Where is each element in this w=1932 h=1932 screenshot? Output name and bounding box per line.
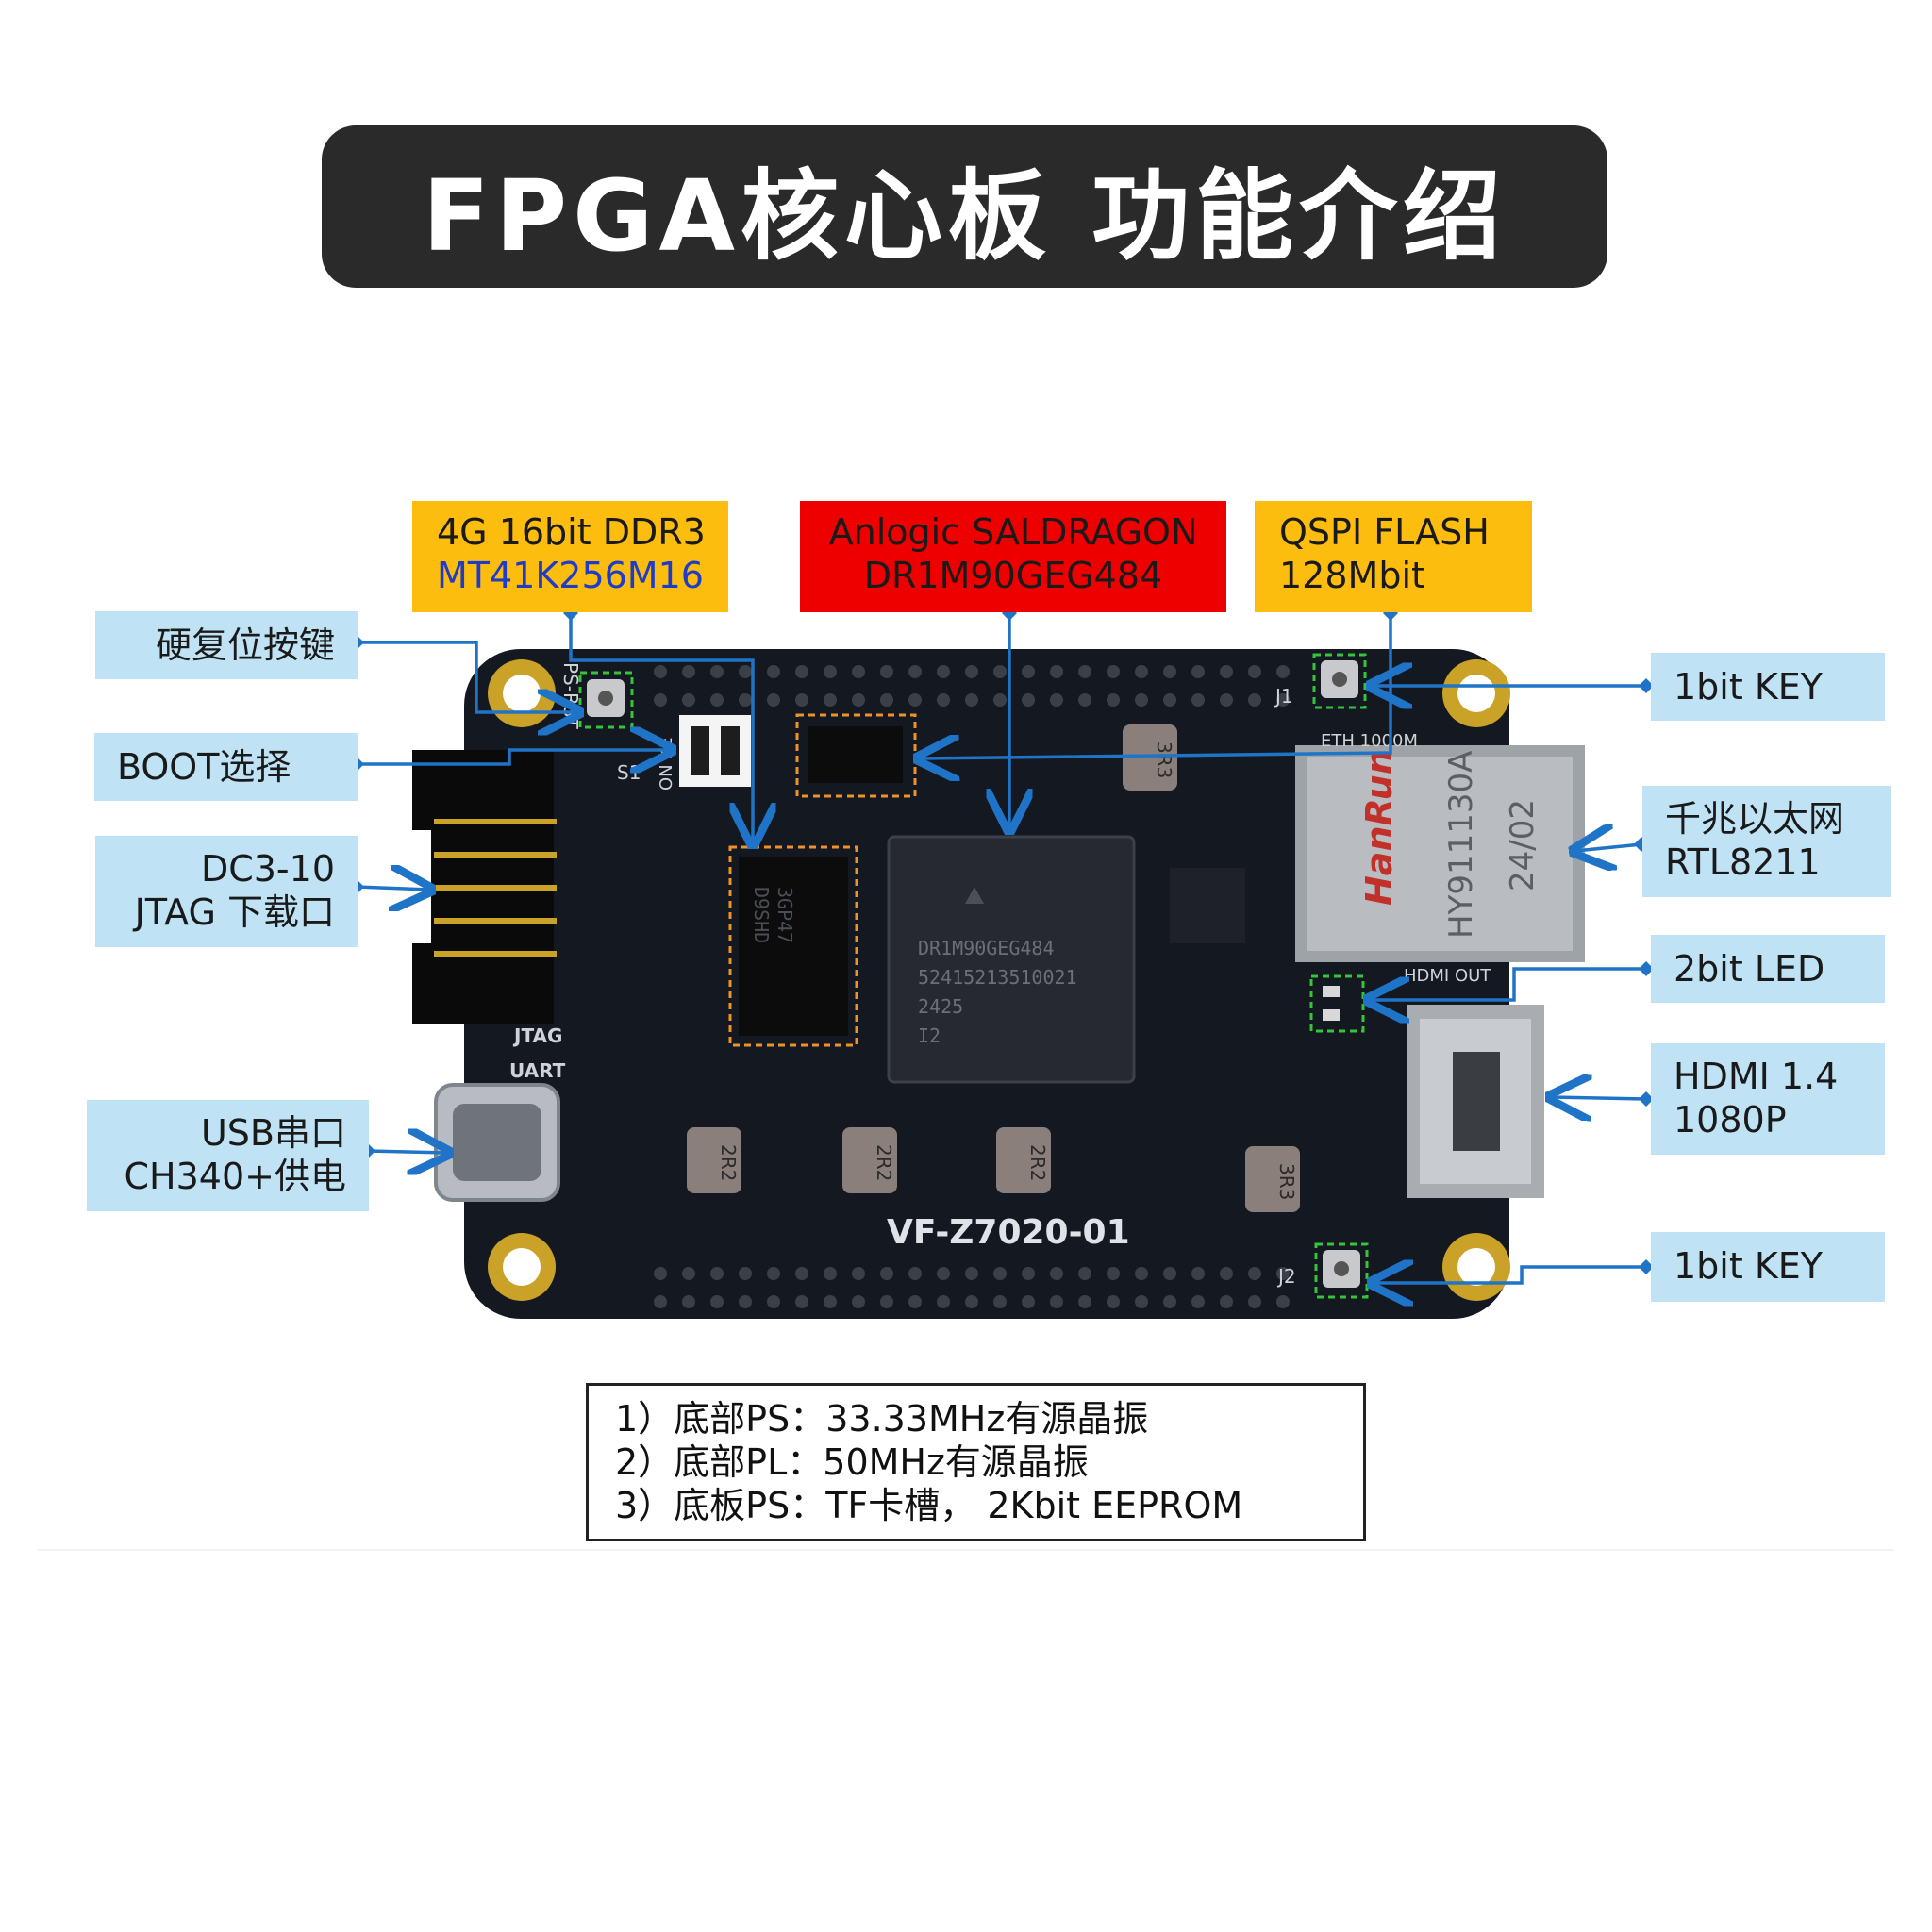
boot-dip-switch — [679, 715, 751, 787]
leader-dots — [349, 606, 1654, 1274]
callout-eth: 千兆以太网 RTL8211 — [1642, 786, 1891, 897]
led-1 — [1323, 986, 1340, 997]
callout-reset: 硬复位按键 — [95, 611, 358, 679]
callout-jtag-line2: JTAG 下载口 — [134, 891, 335, 933]
key2-highlight — [1314, 1242, 1369, 1299]
callout-ddr3-line1: 4G 16bit DDR3 — [437, 511, 706, 553]
fpga-chip — [887, 835, 1136, 1084]
silk-jtag: JTAG — [512, 1024, 562, 1047]
ethernet-jack: HanRun HY911130A 24/02 — [1295, 745, 1585, 962]
key1-highlight — [1312, 653, 1367, 709]
fpga-logo-icon — [965, 887, 984, 904]
silk-j1: J1 — [1274, 685, 1293, 708]
callout-hdmi: HDMI 1.4 1080P — [1651, 1043, 1885, 1155]
callout-eth-line2: RTL8211 — [1665, 841, 1821, 883]
callout-reset-label: 硬复位按键 — [155, 625, 335, 666]
arrow-eth — [1575, 844, 1642, 851]
pin-header-top — [654, 665, 1290, 707]
callout-usb-line1: USB串口 — [200, 1112, 346, 1154]
callout-flash: QSPI FLASH 128Mbit — [1255, 501, 1532, 612]
title-banner: FPGA核心板 功能介绍 — [322, 125, 1607, 288]
arrow-usb — [367, 1151, 447, 1153]
callout-usb-line2: CH340+供电 — [124, 1156, 346, 1197]
inductor-label-b: 2R2 — [873, 1144, 895, 1181]
arrow-jtag — [356, 887, 429, 890]
fpga-chip-line-1: DR1M90GEG484 — [918, 937, 1055, 959]
inductor-label-d: 3R3 — [1275, 1163, 1298, 1200]
callout-jtag: DC3-10 JTAG 下载口 — [95, 836, 358, 947]
ddr3-marking-b: D9SHD — [750, 887, 773, 943]
silk-on: ON KE — [657, 737, 676, 791]
pin-header-bottom — [654, 1267, 1290, 1308]
callout-ddr3: 4G 16bit DDR3 MT41K256M16 — [412, 501, 728, 612]
silk-j2: J2 — [1276, 1265, 1296, 1288]
callout-led-label: 2bit LED — [1674, 948, 1825, 990]
eth-date: 24/02 — [1504, 799, 1541, 891]
fpga-chip-line-3: 2425 — [918, 995, 963, 1018]
callout-key2: 1bit KEY — [1651, 1232, 1885, 1302]
callout-key1-label: 1bit KEY — [1674, 666, 1823, 708]
ddr3-chip — [739, 857, 848, 1036]
callout-boot: BOOT选择 — [94, 733, 358, 801]
hdmi-connector — [1407, 1005, 1544, 1198]
led-2 — [1323, 1009, 1340, 1021]
arrow-reset — [357, 641, 577, 712]
arrow-ddr3 — [569, 613, 753, 842]
arrow-boot — [357, 750, 670, 764]
inductor-label-c: 2R2 — [1026, 1144, 1049, 1181]
leader-lines — [356, 613, 1647, 1283]
phy-chip — [1170, 868, 1245, 943]
ddr3-highlight — [728, 845, 858, 1047]
silk-hdmi: HDMI OUT — [1404, 966, 1491, 986]
inductor-label-e: 3R3 — [1153, 741, 1175, 778]
callout-eth-line1: 千兆以太网 — [1665, 798, 1845, 840]
inductor-label-a: 2R2 — [717, 1144, 740, 1181]
callout-boot-label: BOOT选择 — [117, 746, 291, 788]
callout-led: 2bit LED — [1651, 935, 1885, 1003]
note-line-1: 1）底部PS：33.33MHz有源晶振 — [615, 1398, 1149, 1440]
ddr3-marking-a: 3GP47 — [774, 887, 796, 943]
eth-brand: HanRun — [1358, 749, 1400, 906]
callout-fpga: Anlogic SALDRAGON DR1M90GEG484 — [800, 501, 1226, 612]
divider — [38, 1549, 1894, 1551]
callout-jtag-line1: DC3-10 — [200, 848, 335, 890]
arrow-led — [1370, 967, 1646, 1000]
silk-reset: PS-RST — [559, 662, 582, 730]
arrow-flash — [920, 613, 1392, 758]
callout-flash-line1: QSPI FLASH — [1279, 511, 1490, 553]
callout-hdmi-line2: 1080P — [1674, 1099, 1787, 1141]
note-line-3: 3）底板PS：TF卡槽， 2Kbit EEPROM — [615, 1485, 1243, 1526]
qspi-flash-chip — [808, 726, 903, 783]
inductors — [687, 724, 1300, 1212]
callout-key2-label: 1bit KEY — [1674, 1245, 1823, 1287]
arrow-key2 — [1374, 1267, 1646, 1283]
callout-hdmi-line1: HDMI 1.4 — [1674, 1056, 1839, 1097]
silk-s1: S1 — [617, 761, 641, 784]
board-model: VF-Z7020-01 — [887, 1213, 1130, 1252]
callout-ddr3-line2: MT41K256M16 — [437, 555, 704, 596]
eth-part: HY911130A — [1442, 751, 1480, 939]
fpga-chip-line-2: 52415213510021 — [918, 966, 1077, 989]
callout-usb: USB串口 CH340+供电 — [87, 1100, 369, 1211]
note-line-2: 2）底部PL：50MHz有源晶振 — [615, 1441, 1089, 1483]
callout-flash-line2: 128Mbit — [1279, 555, 1425, 596]
mounting-holes — [488, 659, 1510, 1301]
jtag-connector — [412, 750, 557, 1024]
callout-fpga-line1: Anlogic SALDRAGON — [828, 511, 1198, 553]
notes-box: 1）底部PS：33.33MHz有源晶振 2）底部PL：50MHz有源晶振 3）底… — [586, 1383, 1366, 1541]
silk-uart: UART — [509, 1059, 566, 1082]
arrow-hdmi — [1552, 1097, 1647, 1099]
page-title: FPGA核心板 功能介绍 — [422, 158, 1507, 274]
silk-eth: ETH 1000M — [1321, 731, 1418, 751]
callout-key1: 1bit KEY — [1651, 653, 1885, 721]
callout-fpga-line2: DR1M90GEG484 — [863, 555, 1163, 596]
fpga-chip-line-4: I2 — [918, 1024, 941, 1047]
